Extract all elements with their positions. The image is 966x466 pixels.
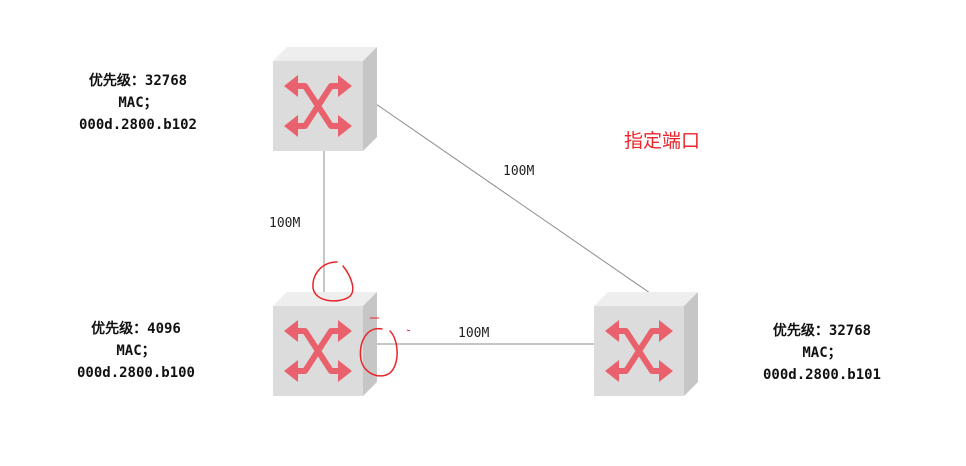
link-label-top-bottom-left: 100M [269,216,301,231]
link-top-to-bottom-right [375,103,651,294]
link-label-bottom: 100M [458,326,490,341]
switch-bottom-right-priority: 优先级：32768 [772,323,872,339]
switch-bottom-left-top-face [273,292,377,306]
switch-bottom-right-mac-label: MAC； [802,345,842,361]
switch-bottom-left-priority: 优先级：4096 [91,321,181,337]
switch-top[interactable] [273,47,377,151]
switch-top-priority: 优先级：32768 [88,73,188,89]
pen-tick-mark [406,329,411,332]
switch-top-top-face [273,47,377,61]
switch-bottom-left-mac: 000d.2800.b100 [76,365,195,381]
switch-bottom-right-side-face [684,292,698,396]
switch-bottom-right-top-face [594,292,698,306]
switch-bottom-left-mac-label: MAC； [116,343,156,359]
switch-arrows-icon [605,320,673,382]
link-label-top-bottom-right: 100M [503,164,535,179]
switch-bottom-left-info: 优先级：4096 MAC； 000d.2800.b100 [56,318,216,384]
switch-arrows-icon [284,75,352,137]
switch-bottom-right-info: 优先级：32768 MAC； 000d.2800.b101 [742,320,902,386]
designated-port-mark-top [312,261,354,302]
designated-port-mark-right [359,328,398,377]
switch-arrows-icon [284,320,352,382]
switch-top-mac-label: MAC； [118,95,158,111]
switch-bottom-left-side-face [363,292,377,396]
switch-top-mac: 000d.2800.b102 [78,117,197,133]
switch-bottom-right-mac: 000d.2800.b101 [762,367,881,383]
switch-bottom-right[interactable] [594,292,698,396]
switch-top-info: 优先级：32768 MAC； 000d.2800.b102 [58,70,218,136]
switch-top-side-face [363,47,377,151]
designated-port-annotation: 指定端口 [624,130,701,152]
